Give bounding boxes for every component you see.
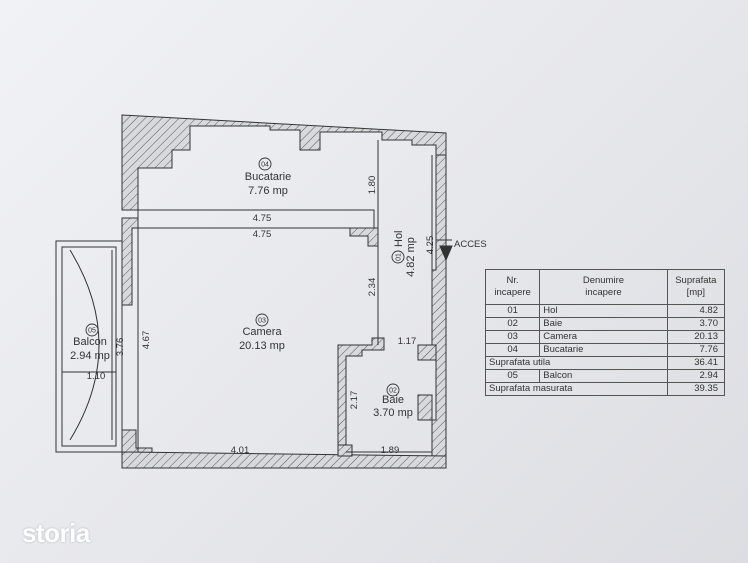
access-label: ACCES	[454, 239, 487, 250]
room-hol: 01 Hol 4.82 mp	[391, 230, 417, 277]
dim-baie-side: 2.17	[349, 391, 360, 410]
room-num-bucatarie: 04	[261, 162, 269, 169]
dim-camera-width: 4.75	[253, 229, 272, 240]
dim-hol-length: 4.25	[425, 236, 436, 255]
brand-watermark-logo: storia	[22, 518, 90, 548]
dim-balcon-width: 1.10	[87, 371, 106, 382]
room-area-balcon: 2.94 mp	[70, 350, 110, 362]
dim-camera-left: 4.67	[141, 331, 152, 350]
legend-row: 05 Balcon 2.94	[484, 369, 726, 383]
room-name-camera: Camera	[242, 326, 282, 338]
walls	[121, 114, 447, 469]
room-area-camera: 20.13 mp	[239, 340, 285, 352]
dim-baie-bottom: 1.89	[381, 445, 400, 456]
dim-camera-bottom: 4.01	[231, 445, 250, 456]
room-name-balcon: Balcon	[73, 336, 107, 348]
room-bucatarie: 04 Bucatarie 7.76 mp	[245, 157, 291, 197]
legend-total-row: Suprafata masurata 39.35	[485, 382, 726, 396]
room-name-hol: Hol	[393, 230, 405, 247]
dim-kitchen-width: 4.75	[253, 213, 272, 224]
legend-row: 02 Baie 3.70	[484, 317, 726, 331]
legend-row: 03 Camera 20.13	[484, 330, 726, 344]
room-name-baie: Baie	[382, 394, 404, 406]
dim-kitchen-depth: 1.80	[367, 176, 378, 195]
legend-header-nr: Nr.incapere	[484, 269, 541, 305]
room-area-baie: 3.70 mp	[373, 407, 413, 419]
legend-row: 04 Bucatarie 7.76	[484, 343, 726, 357]
room-balcon: 05 Balcon 2.94 mp	[70, 323, 110, 362]
room-baie: 02 Baie 3.70 mp	[373, 383, 413, 419]
room-area-bucatarie: 7.76 mp	[248, 185, 288, 197]
interior-lines	[55, 140, 453, 453]
room-area-hol: 4.82 mp	[405, 237, 417, 277]
room-num-balcon: 05	[88, 328, 96, 335]
room-num-camera: 03	[258, 318, 266, 325]
dim-balcon-length: 3.76	[115, 338, 126, 357]
room-num-baie: 02	[389, 388, 397, 395]
legend-row: 01 Hol 4.82	[484, 304, 726, 318]
room-name-bucatarie: Bucatarie	[245, 171, 291, 183]
legend-util-row: Suprafata utila 36.41	[485, 356, 726, 370]
dim-camera-right: 2.34	[367, 278, 378, 297]
dimensions: 4.75 4.75 1.80 4.25 2.34 4.67 3.76 1.10 …	[87, 176, 436, 456]
room-camera: 03 Camera 20.13 mp	[239, 313, 285, 352]
dim-baie-top: 1.17	[398, 336, 417, 347]
room-num-hol: 01	[396, 253, 403, 261]
legend-header-area: Suprafata[mp]	[666, 269, 726, 305]
